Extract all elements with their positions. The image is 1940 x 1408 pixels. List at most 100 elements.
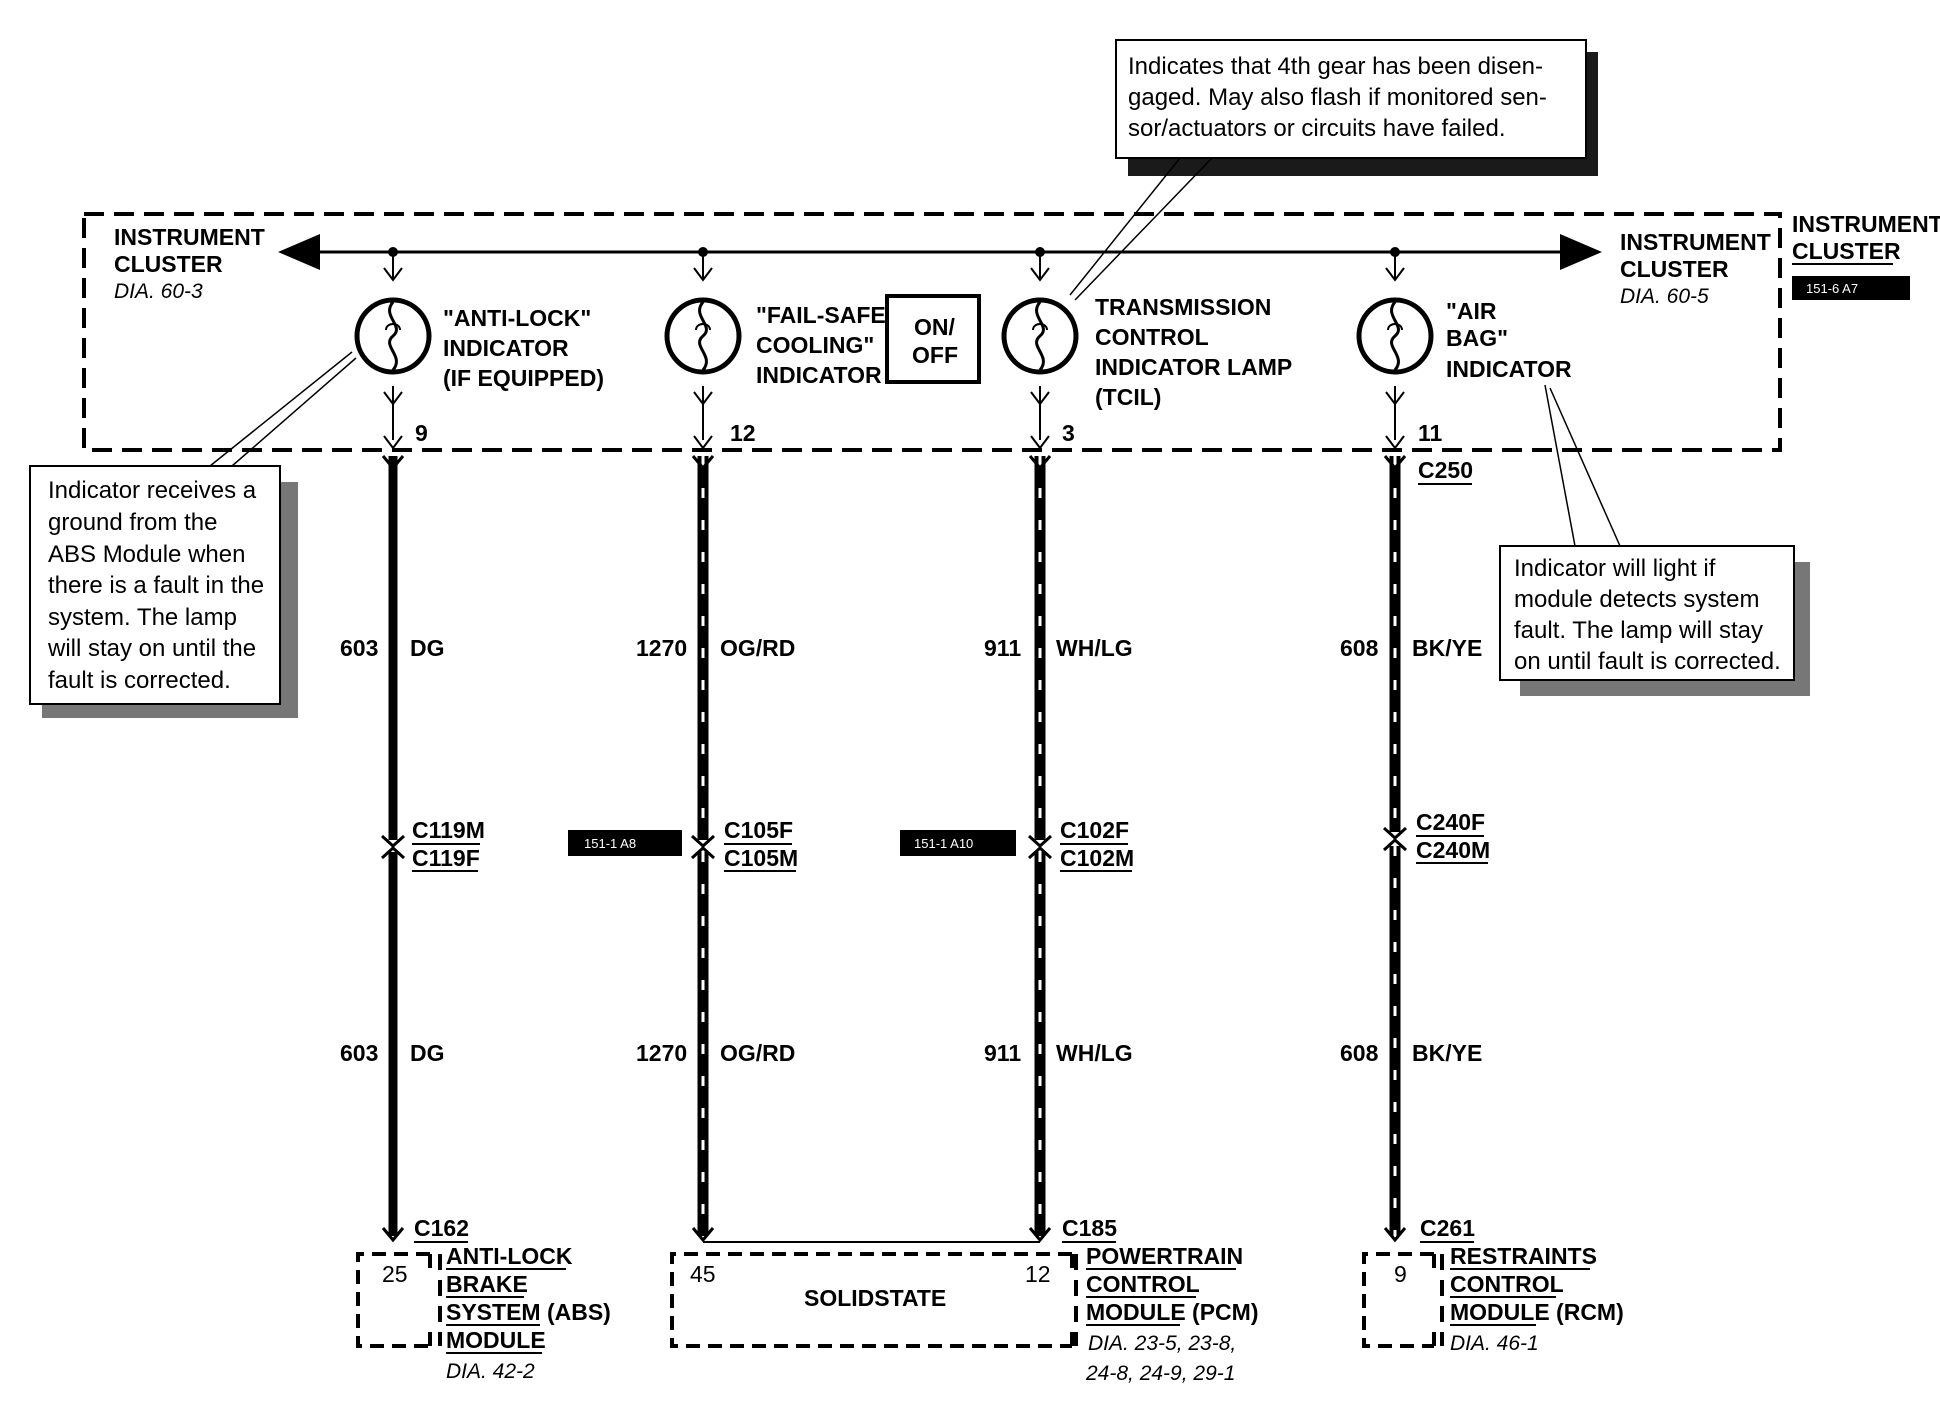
wire-603 [380,455,406,1243]
module-pin: 9 [1394,1261,1407,1287]
indicator-pin: 9 [415,420,428,446]
module-name: SYSTEM (ABS) [446,1299,611,1325]
left-note-line: will stay on until the [47,635,256,662]
wire-1270 [690,455,716,1243]
corner-ref-tag [1792,276,1910,300]
callout-leader [1549,387,1621,547]
ref-tag-text: 151-1 A8 [584,836,636,851]
cluster-right-label: INSTRUMENT [1620,229,1771,255]
indicator-label: BAG" [1446,325,1508,351]
cluster-corner-label: CLUSTER [1792,238,1901,264]
cluster-left-label: CLUSTER [114,251,223,277]
callout-leader [1544,384,1576,547]
indicator-label: TRANSMISSION [1095,294,1271,320]
indicator-pin: 11 [1418,420,1443,446]
ref-tag-text: 151-1 A10 [914,836,973,851]
connector-label: C105M [724,845,798,871]
left-note-line: ground from the [48,509,217,536]
cluster-left-dia: DIA. 60-3 [114,280,203,303]
circuit-number: 603 [340,1040,378,1066]
pcm-module: 45 12 SOLIDSTATE POWERTRAIN CONTROL MODU… [670,1243,1258,1385]
circuit-color: WH/LG [1056,635,1133,661]
indicator-label: (TCIL) [1095,384,1161,410]
left-note-line: system. The lamp [48,604,237,631]
indicator-fail-safe-cooling: "FAIL-SAFE COOLING" INDICATOR 12 ON/ OFF [664,247,981,450]
right-note-line: fault. The lamp will stay [1514,617,1763,644]
end-connector: C162 [414,1215,469,1241]
indicator-tcil: TRANSMISSION CONTROL INDICATOR LAMP (TCI… [1001,247,1292,450]
module-name: ANTI-LOCK [446,1243,573,1269]
left-note-line: fault is corrected. [48,667,231,694]
end-connector: C261 [1420,1215,1475,1241]
indicator-label: INDICATOR LAMP [1095,354,1292,380]
wire-608 [1382,455,1408,1243]
module-pin: 45 [690,1261,716,1287]
connector-label: C119F [412,845,480,871]
connector-label: C105F [724,817,793,843]
cluster-left-label: INSTRUMENT [114,224,265,250]
cluster-right-dia: DIA. 60-5 [1620,285,1709,308]
module-name: CONTROL [1086,1271,1200,1297]
indicator-label: INDICATOR [1446,356,1572,382]
circuit-number: 1270 [636,635,687,661]
module-dia: DIA. 23-5, 23-8, [1088,1332,1236,1355]
indicator-label: (IF EQUIPPED) [443,365,604,391]
top-note-line: sor/actuators or circuits have failed. [1128,115,1506,142]
indicator-label: "AIR [1446,298,1497,324]
connector-label-c250: C250 [1418,457,1473,483]
indicator-label: INDICATOR [443,335,569,361]
callout-leader [209,351,353,467]
abs-module: 25 ANTI-LOCK BRAKE SYSTEM (ABS) MODULE D… [356,1243,611,1383]
switch-label: ON/ [914,314,956,340]
callout-leader [1069,157,1181,296]
module-name: RESTRAINTS [1450,1243,1597,1269]
circuit-color: BK/YE [1412,1040,1482,1066]
top-note-line: gaged. May also flash if monitored sen- [1128,84,1547,111]
connector-label: C102M [1060,845,1134,871]
left-note-line: ABS Module when [48,541,245,568]
top-callout: Indicates that 4th gear has been disen- … [1069,39,1598,301]
circuit-color: DG [410,1040,445,1066]
module-dia: 24-8, 24-9, 29-1 [1085,1362,1235,1385]
module-name: BRAKE [446,1271,528,1297]
indicator-label: "ANTI-LOCK" [443,305,591,331]
callout-leader [231,357,357,467]
module-name: MODULE [446,1327,546,1353]
circuit-color: OG/RD [720,635,795,661]
right-note-line: Indicator will light if [1514,555,1716,582]
circuit-number: 911 [984,1040,1021,1066]
on-off-switch-box [885,294,981,384]
module-inner-label: SOLIDSTATE [804,1285,946,1311]
corner-ref-text: 151-6 A7 [1806,281,1858,296]
left-note-line: Indicator receives a [48,477,257,504]
right-callout: Indicator will light if module detects s… [1499,384,1810,696]
module-pin: 25 [382,1261,408,1287]
cluster-right-label: CLUSTER [1620,256,1729,282]
instrument-cluster-box [82,212,1782,452]
connector-label: C119M [412,817,485,843]
connector-label: C240M [1416,837,1490,863]
indicator-pin: 12 [730,420,756,446]
module-name: MODULE (RCM) [1450,1299,1624,1325]
indicator-label: INDICATOR [756,362,882,388]
left-note-line: there is a fault in the [48,572,264,599]
rcm-module: 9 RESTRAINTS CONTROL MODULE (RCM) DIA. 4… [1362,1243,1624,1355]
right-note-line: module detects system [1514,586,1759,613]
callout-leader [1074,157,1213,301]
circuit-number: 608 [1340,1040,1379,1066]
left-callout: Indicator receives a ground from the ABS… [29,351,357,718]
circuit-color: OG/RD [720,1040,795,1066]
circuit-number: 603 [340,635,378,661]
circuit-number: 1270 [636,1040,687,1066]
indicator-label: CONTROL [1095,324,1209,350]
circuit-color: DG [410,635,445,661]
module-name: POWERTRAIN [1086,1243,1243,1269]
top-note-line: Indicates that 4th gear has been disen- [1128,53,1543,80]
connector-label: C102F [1060,817,1129,843]
module-pin: 12 [1025,1261,1051,1287]
module-dia: DIA. 46-1 [1450,1332,1539,1355]
end-connector: C185 [1062,1215,1117,1241]
switch-label: OFF [912,342,958,368]
indicator-label: COOLING" [756,332,874,358]
